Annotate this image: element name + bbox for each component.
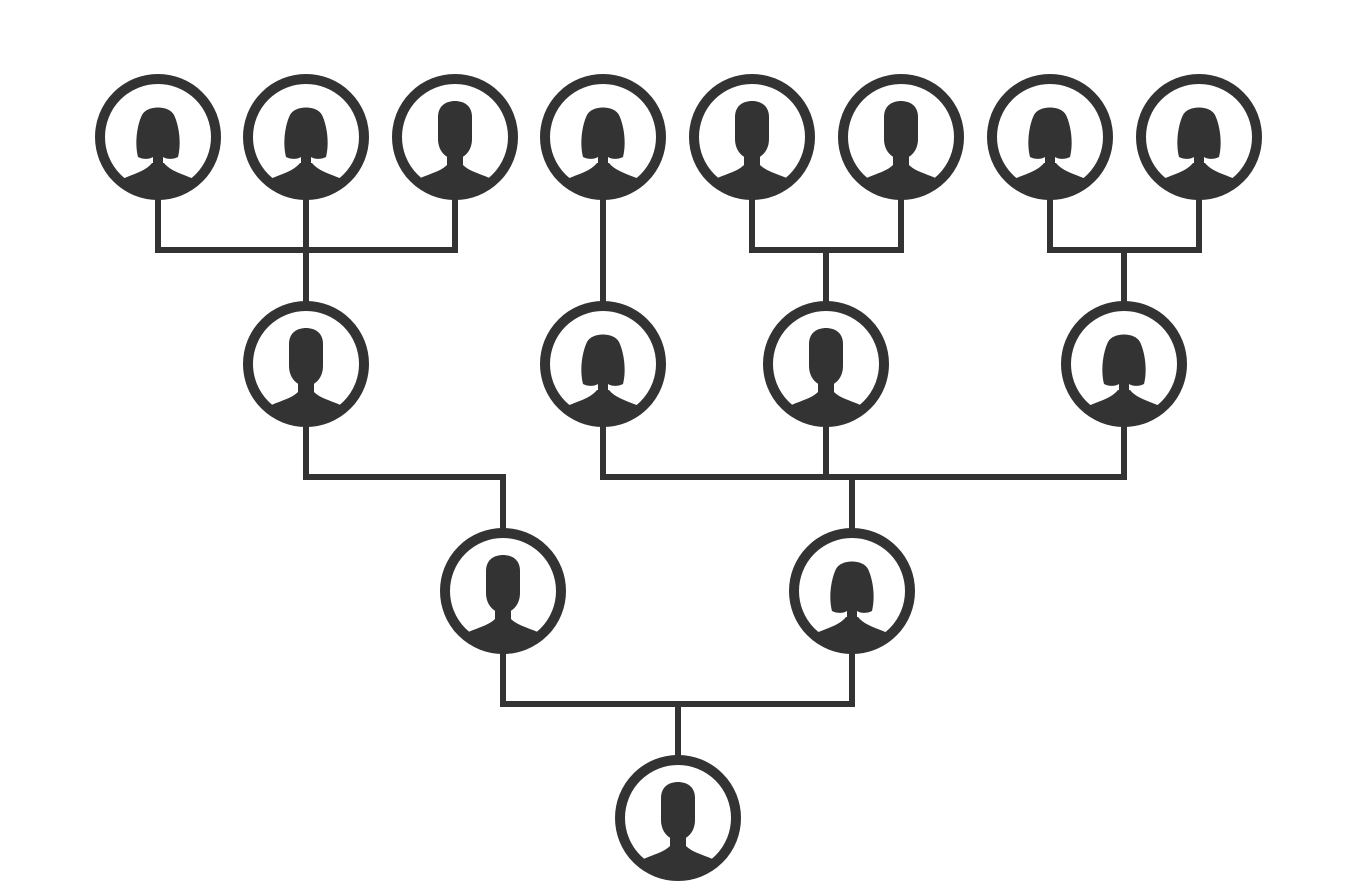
person-node-g1-3 (392, 74, 518, 200)
person-node-g1-8 (1136, 74, 1262, 200)
connector-g4-1 (500, 650, 855, 759)
male-person-icon (411, 101, 499, 195)
male-person-icon (634, 782, 722, 876)
female-person-icon (559, 107, 647, 195)
connector-g3-2 (600, 423, 1127, 532)
female-person-icon (1006, 107, 1094, 195)
male-person-icon (708, 101, 796, 195)
person-node-g1-7 (987, 74, 1113, 200)
female-person-icon (114, 107, 202, 195)
person-node-g1-5 (689, 74, 815, 200)
person-node-g4-1 (615, 755, 741, 881)
connector-g2-3 (749, 196, 904, 305)
female-person-icon (1155, 107, 1243, 195)
person-node-g3-1 (440, 528, 566, 654)
connector-g2-1 (155, 196, 458, 305)
person-node-g1-6 (838, 74, 964, 200)
connector-g3-1 (303, 423, 506, 532)
female-person-icon (559, 334, 647, 422)
male-person-icon (262, 328, 350, 422)
person-node-g2-4 (1061, 301, 1187, 427)
person-node-g1-4 (540, 74, 666, 200)
connector-lines (155, 196, 1202, 759)
male-person-icon (459, 555, 547, 649)
person-node-g2-3 (763, 301, 889, 427)
male-person-icon (857, 101, 945, 195)
connector-g2-4 (1047, 196, 1202, 305)
person-node-g1-1 (95, 74, 221, 200)
person-node-g2-2 (540, 301, 666, 427)
person-node-g3-2 (789, 528, 915, 654)
female-person-icon (808, 561, 896, 649)
person-node-g1-2 (243, 74, 369, 200)
person-node-g2-1 (243, 301, 369, 427)
male-person-icon (782, 328, 870, 422)
person-nodes (95, 74, 1262, 881)
female-person-icon (262, 107, 350, 195)
female-person-icon (1080, 334, 1168, 422)
